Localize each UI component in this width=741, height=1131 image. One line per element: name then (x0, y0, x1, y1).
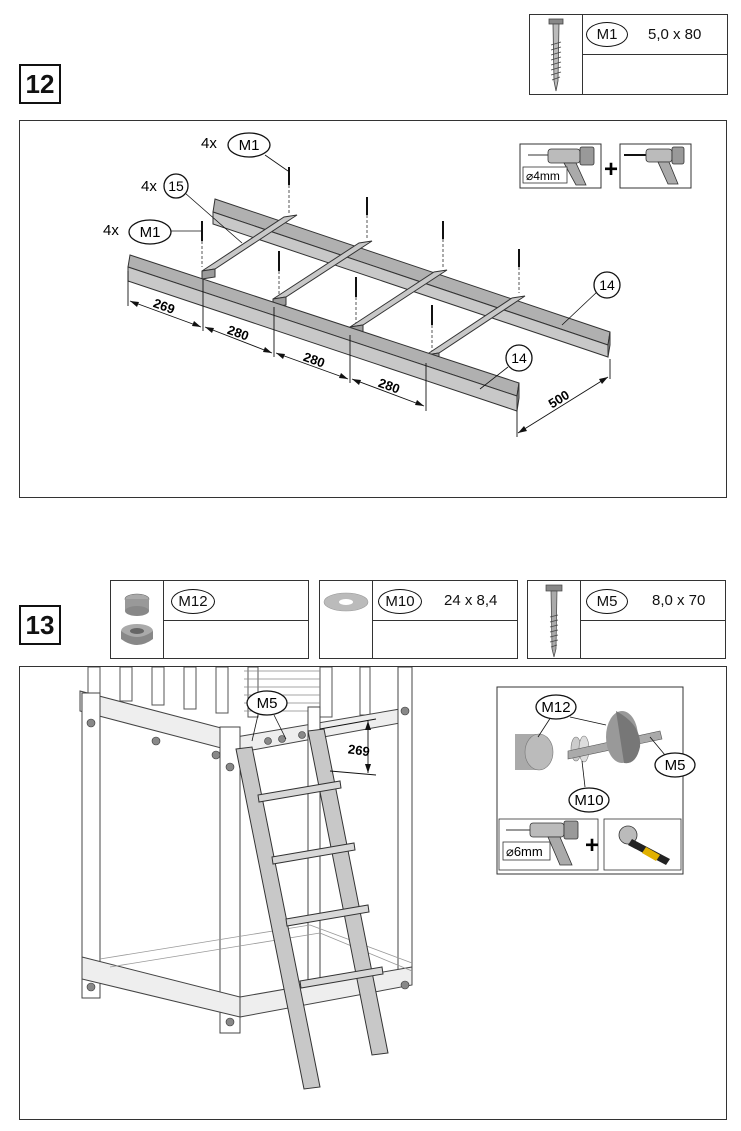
callout-14-back: 14 (599, 277, 615, 293)
dim-280-a: 280 (225, 322, 251, 344)
qty-m1-top: 4x (201, 135, 217, 152)
part-table-m10: M10 24 x 8,4 (319, 580, 518, 659)
ratchet-wrench-icon (618, 825, 670, 865)
tower-ladder-drawing: M5 269 (79, 666, 696, 1090)
tools-plus: + (604, 156, 618, 183)
part-table-m12: M12 (110, 580, 309, 659)
drill-bit-4mm: ⌀4mm (526, 169, 560, 183)
callout-m1-top: M1 (239, 137, 260, 154)
callout-14-front: 14 (511, 350, 527, 366)
dim-280-c: 280 (376, 375, 402, 397)
dim-280-b: 280 (301, 349, 327, 371)
callout-m5: M5 (257, 695, 278, 712)
qty-15: 4x (141, 178, 157, 195)
ladder-frame-drawing: 269 280 280 280 500 4x M1 4x 15 4x M1 14… (103, 132, 692, 437)
dim-269-13: 269 (347, 741, 371, 759)
part-code-m12: M12 (171, 589, 215, 614)
part-table-m5: M5 8,0 x 70 (527, 580, 726, 659)
part-size-m10: 24 x 8,4 (444, 592, 498, 609)
part-code-m5: M5 (586, 589, 628, 614)
step-12-panel: 269 280 280 280 500 4x M1 4x 15 4x M1 14… (19, 120, 727, 498)
callout-15: 15 (168, 178, 184, 194)
fastener-detail-box: M12 M5 M10 ⌀6mm + (496, 686, 696, 875)
detail-m5: M5 (665, 757, 686, 774)
screw-image (530, 15, 583, 94)
step-13-number: 13 (19, 605, 61, 645)
part-code-m10: M10 (378, 589, 422, 614)
dim-269: 269 (151, 295, 177, 317)
drill-icon-13 (506, 820, 579, 866)
detail-m12: M12 (541, 699, 570, 716)
cap-icon (121, 593, 153, 645)
drill-icon (528, 146, 595, 186)
drill-bit-6mm: ⌀6mm (506, 844, 543, 859)
qty-m1-left: 4x (103, 222, 119, 239)
step-12-number: 12 (19, 64, 61, 104)
dim-500: 500 (546, 387, 572, 411)
bolt-exploded-icon (567, 711, 663, 764)
detail-m10: M10 (574, 792, 603, 809)
screw-icon (548, 18, 564, 92)
callout-m1-left: M1 (140, 224, 161, 241)
bolt-icon (545, 584, 563, 658)
part-size-m1: 5,0 x 80 (648, 26, 702, 43)
screwdriver-drill-icon (624, 146, 685, 185)
step-13-panel: M5 269 (19, 666, 727, 1120)
part-code-m1: M1 (586, 22, 628, 47)
step-12-parts-table: M1 5,0 x 80 (529, 14, 728, 95)
drill-tool-box: ⌀4mm + (519, 143, 692, 189)
cap-exploded-icon (515, 733, 554, 771)
washer-icon (323, 592, 369, 612)
detail-plus: + (585, 832, 599, 859)
part-size-m5: 8,0 x 70 (652, 592, 706, 609)
